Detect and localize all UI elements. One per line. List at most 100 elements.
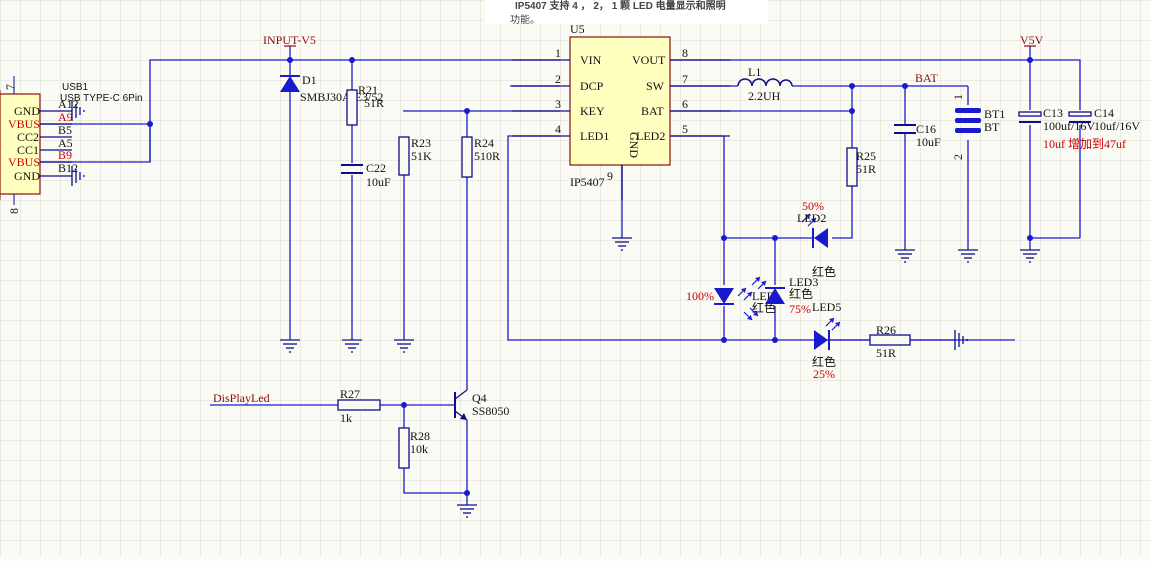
q4-value: SS8050: [472, 404, 509, 418]
r28-resistor: R28 10k: [398, 427, 430, 469]
led5-level: 25%: [813, 367, 835, 381]
c14-capacitor: C14 10uf/16V: [1068, 106, 1140, 133]
usb-pin-vbus-2: VBUS: [8, 155, 40, 169]
usb-pin-cc2: CC2: [17, 130, 39, 144]
l1-ref: L1: [748, 65, 761, 79]
q4-transistor: Q4 SS8050: [454, 389, 509, 421]
led5-led: LED5 红色 25%: [812, 300, 841, 381]
usb-extra-7: 7: [3, 84, 17, 90]
c22-value: 10uF: [366, 175, 391, 189]
net-input-v5: INPUT-V5: [263, 33, 316, 47]
led3-level: 75%: [789, 302, 811, 316]
r28-ref: R28: [410, 429, 430, 443]
usb-pinnum-b12: B12: [58, 161, 78, 175]
led3-led: LED3 红色 75%: [751, 275, 818, 316]
u5-pinnum-9: 9: [607, 169, 613, 183]
usb-extra-8: 8: [7, 208, 21, 214]
led2-ref: LED2: [797, 211, 826, 225]
c16-capacitor: C16 10uF: [894, 122, 941, 149]
usb-pin-gnd-2: GND: [14, 169, 40, 183]
usb-ref: USB1: [62, 82, 89, 93]
bt1-ref: BT1: [984, 107, 1005, 121]
r26-ref: R26: [876, 323, 896, 337]
usb-pinnum-b9: B9: [58, 148, 72, 162]
net-bat: BAT: [915, 71, 938, 85]
u5-pinnum-4: 4: [555, 122, 561, 136]
bt1-pin1: 1: [951, 94, 965, 100]
led3-color: 红色: [789, 286, 813, 301]
d1-value: SMBJ30A-E3/52: [300, 90, 383, 104]
u5-value: IP5407: [570, 175, 605, 189]
u5-body: [569, 36, 671, 166]
led5-color: 红色: [812, 354, 836, 369]
note-line-2: 功能。: [510, 15, 540, 26]
r25-resistor: R25 51R: [846, 147, 876, 187]
r23-value: 51K: [411, 149, 432, 163]
r23-resistor: R23 51K: [398, 136, 432, 176]
bt1-value: BT: [984, 120, 1000, 134]
u5-pinnum-7: 7: [682, 72, 688, 86]
u5-pinnum-8: 8: [682, 46, 688, 60]
bt1-battery: 1 2 BT1 BT: [951, 94, 1005, 160]
annotation-note: IP5407 支持 4 ， 2， 1 颗 LED 电量显示和照明 功能。: [485, 0, 768, 26]
led2-level: 50%: [802, 199, 824, 213]
u5-pin-key: KEY: [580, 104, 605, 118]
usb-connector: 7 8 GND VBUS CC2 CC1 VBUS GND A12 A9 B5 …: [0, 76, 143, 214]
led2-led: 50% LED2 红色: [797, 199, 836, 279]
net-v5v: V5V: [1020, 33, 1044, 47]
r24-ref: R24: [474, 136, 494, 150]
led5-ref: LED5: [812, 300, 841, 314]
u5-ic: U5 IP5407 VIN DCP KEY LED1 1 2 3 4 VOUT …: [512, 22, 730, 200]
led-100-led: 100% LED 红色: [686, 287, 776, 321]
r26-value: 51R: [876, 346, 896, 360]
r24-value: 510R: [474, 149, 500, 163]
usb-pin-vbus-1: VBUS: [8, 117, 40, 131]
r24-resistor: R24 510R: [461, 136, 500, 178]
r21-resistor: R21 51R: [346, 83, 384, 126]
r23-ref: R23: [411, 136, 431, 150]
u5-pinnum-1: 1: [555, 46, 561, 60]
u5-pin-vin: VIN: [580, 53, 602, 67]
d1-tvs-diode: D1 SMBJ30A-E3/52: [280, 73, 383, 104]
u5-pin-led2: LED2: [636, 129, 665, 143]
u5-pinnum-5: 5: [682, 122, 688, 136]
usb-pinnum-b5: B5: [58, 123, 72, 137]
r25-value: 51R: [856, 162, 876, 176]
c13-capacitor: C13 100uf/16V: [1018, 106, 1095, 133]
r27-value: 1k: [340, 411, 352, 425]
c13-ref: C13: [1043, 106, 1063, 120]
c16-ref: C16: [916, 122, 936, 136]
r21-ref: R21: [358, 83, 378, 97]
led2-color: 红色: [812, 264, 836, 279]
u5-pin-gnd: GND: [627, 132, 641, 158]
junctions: [147, 57, 1033, 496]
l1-inductor: L1 2.2UH: [737, 65, 793, 103]
c22-capacitor: C22 10uF: [341, 161, 391, 189]
usb-pin-cc1: CC1: [17, 143, 39, 157]
r25-ref: R25: [856, 149, 876, 163]
usb-body: [0, 93, 41, 195]
u5-pinnum-3: 3: [555, 97, 561, 111]
u5-pin-sw: SW: [646, 79, 665, 93]
note-line-1: IP5407 支持 4 ， 2， 1 颗 LED 电量显示和照明: [515, 1, 726, 12]
net-labels: INPUT-V5 V5V BAT DisPlayLed: [213, 33, 1044, 405]
usb-value: USB TYPE-C 6Pin: [60, 93, 143, 104]
u5-pin-led1: LED1: [580, 129, 609, 143]
net-displayled: DisPlayLed: [213, 391, 270, 405]
r21-value: 51R: [364, 96, 384, 110]
u5-pin-bat: BAT: [641, 104, 664, 118]
u5-pinnum-6: 6: [682, 97, 688, 111]
r27-resistor: R27 1k: [337, 387, 381, 425]
c14-ref: C14: [1094, 106, 1114, 120]
usb-pin-gnd-1: GND: [14, 104, 40, 118]
usb-pinnum-a12: A12: [58, 97, 79, 111]
r26-resistor: R26 51R: [869, 323, 911, 360]
r27-ref: R27: [340, 387, 360, 401]
u5-ref: U5: [570, 22, 585, 36]
u5-pin-vout: VOUT: [632, 53, 666, 67]
bt1-pin2: 2: [951, 154, 965, 160]
c16-value: 10uF: [916, 135, 941, 149]
c22-ref: C22: [366, 161, 386, 175]
